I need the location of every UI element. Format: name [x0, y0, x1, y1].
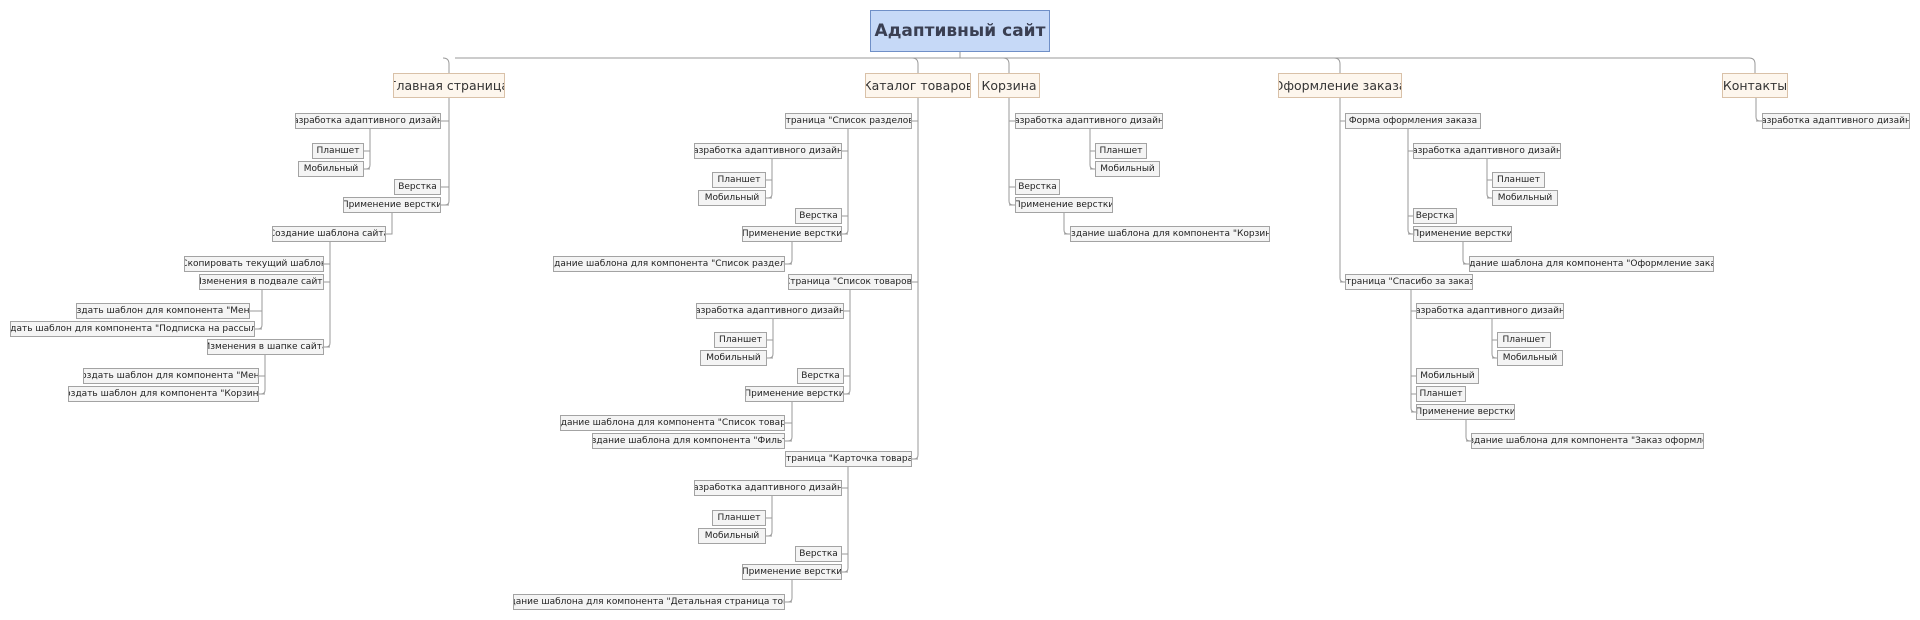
topic-products-page[interactable]: Страница "Список товаров" [788, 274, 912, 290]
topic-apply-markup[interactable]: Применение верстки [1416, 404, 1515, 420]
connector [365, 129, 371, 170]
branch-contacts[interactable]: Контакты [1722, 73, 1788, 98]
branch-cart[interactable]: Корзина [978, 73, 1040, 98]
topic-sections-page[interactable]: Страница "Список разделов" [785, 113, 912, 129]
connector [1339, 98, 1345, 283]
topic-template-products[interactable]: Создание шаблона для компонента "Список … [560, 415, 785, 431]
connector [913, 98, 919, 460]
topic-header-changes[interactable]: Изменения в шапке сайта [207, 339, 324, 355]
connector [787, 402, 793, 442]
topic-apply-markup[interactable]: Применение верстки [742, 226, 842, 242]
topic-template-filter[interactable]: Создание шаблона для компонента "Фильтр" [592, 433, 785, 449]
topic-apply-markup[interactable]: Применение верстки [1015, 197, 1113, 213]
connector [260, 355, 266, 395]
connector [1333, 57, 1341, 73]
connector [1002, 57, 1010, 73]
connector [1486, 159, 1492, 199]
topic-template-subscription[interactable]: Создать шаблон для компонента "Подписка … [10, 321, 255, 337]
topic-tablet[interactable]: Планшет [1492, 172, 1545, 188]
topic-template-menu[interactable]: Создать шаблон для компонента "Меню [83, 368, 259, 384]
connector [1063, 213, 1069, 235]
topic-copy-template[interactable]: Скопировать текущий шаблон [184, 256, 324, 272]
connector [911, 57, 919, 73]
topic-apply-markup[interactable]: Применение верстки [343, 197, 441, 213]
root-node[interactable]: Адаптивный сайт [870, 10, 1050, 52]
connector [386, 213, 393, 235]
topic-mobile[interactable]: Мобильный [1492, 190, 1558, 206]
connector [257, 290, 263, 330]
branch-main-page[interactable]: Главная страница [393, 73, 505, 98]
topic-mobile[interactable]: Мобильный [698, 190, 766, 206]
connector [843, 129, 849, 235]
connector [787, 580, 793, 603]
connector [767, 496, 773, 537]
connector [442, 57, 450, 73]
branch-catalog[interactable]: Каталог товаров [865, 73, 971, 98]
connector [843, 467, 849, 573]
topic-template-product-detail[interactable]: Создание шаблона для компонента "Детальн… [513, 594, 785, 610]
topic-mobile[interactable]: Мобильный [1497, 350, 1563, 366]
connector [1755, 98, 1761, 122]
topic-mobile[interactable]: Мобильный [698, 528, 766, 544]
connector [768, 319, 774, 359]
topic-template-sections[interactable]: Создание шаблона для компонента "Список … [553, 256, 785, 272]
topic-tablet[interactable]: Планшет [312, 143, 364, 159]
topic-tablet[interactable]: Планшет [1416, 386, 1466, 402]
topic-markup[interactable]: Верстка [1413, 208, 1457, 224]
topic-markup[interactable]: Верстка [795, 208, 842, 224]
connector [444, 98, 450, 206]
topic-product-card-page[interactable]: Страница "Карточка товара" [785, 451, 912, 467]
topic-thanks-page[interactable]: Страница "Спасибо за заказ" [1345, 274, 1473, 290]
topic-apply-markup[interactable]: Применение верстки [745, 386, 844, 402]
topic-design[interactable]: Разработка адаптивного дизайна [694, 480, 842, 496]
topic-tablet[interactable]: Планшет [714, 332, 767, 348]
topic-template-menu[interactable]: Создать шаблон для компонента "Меню" [76, 303, 250, 319]
topic-template-cart[interactable]: Создание шаблона для компонента "Корзина… [1070, 226, 1270, 242]
connector [1462, 242, 1468, 265]
topic-design[interactable]: Разработка адаптивного дизайна [1015, 113, 1163, 129]
topic-mobile[interactable]: Мобильный [700, 350, 767, 366]
connector [325, 242, 331, 348]
topic-design[interactable]: Разработка адаптивного дизайна [696, 303, 844, 319]
topic-design[interactable]: Разработка адаптивного дизайна [1762, 113, 1910, 129]
topic-mobile[interactable]: Мобильный [1095, 161, 1160, 177]
topic-template-order-done[interactable]: Создание шаблона для компонента "Заказ о… [1471, 433, 1704, 449]
topic-markup[interactable]: Верстка [1015, 179, 1060, 195]
topic-tablet[interactable]: Планшет [712, 172, 766, 188]
topic-mobile[interactable]: Мобильный [1416, 368, 1479, 384]
topic-markup[interactable]: Верстка [797, 368, 844, 384]
connector [1407, 129, 1413, 235]
topic-design[interactable]: Разработка адаптивного дизайна [295, 113, 441, 129]
connector [1748, 57, 1756, 73]
topic-apply-markup[interactable]: Применение верстки [1413, 226, 1512, 242]
topic-template-cart[interactable]: Создать шаблон для компонента "Корзина" [68, 386, 259, 402]
topic-design[interactable]: Разработка адаптивного дизайна [694, 143, 842, 159]
topic-order-form[interactable]: Форма оформления заказа [1345, 113, 1481, 129]
topic-mobile[interactable]: Мобильный [298, 161, 364, 177]
topic-design[interactable]: Разработка адаптивного дизайна [1416, 303, 1564, 319]
connector [845, 290, 851, 395]
topic-footer-changes[interactable]: Изменения в подвале сайта [199, 274, 324, 290]
topic-template-checkout[interactable]: Создание шаблона для компонента "Оформле… [1469, 256, 1714, 272]
connector [1491, 319, 1497, 359]
topic-markup[interactable]: Верстка [795, 546, 842, 562]
connector [1089, 129, 1095, 170]
topic-site-template[interactable]: Создание шаблона сайта [272, 226, 386, 242]
branch-checkout[interactable]: Оформление заказа [1278, 73, 1402, 98]
topic-tablet[interactable]: Планшет [712, 510, 766, 526]
topic-tablet[interactable]: Планшет [1095, 143, 1147, 159]
topic-apply-markup[interactable]: Применение верстки [742, 564, 842, 580]
connector [767, 159, 773, 199]
connector [1465, 420, 1471, 442]
connector [787, 242, 793, 265]
topic-design[interactable]: Разработка адаптивного дизайна [1413, 143, 1561, 159]
topic-markup[interactable]: Верстка [394, 179, 441, 195]
connector [1008, 98, 1014, 206]
topic-tablet[interactable]: Планшет [1497, 332, 1551, 348]
